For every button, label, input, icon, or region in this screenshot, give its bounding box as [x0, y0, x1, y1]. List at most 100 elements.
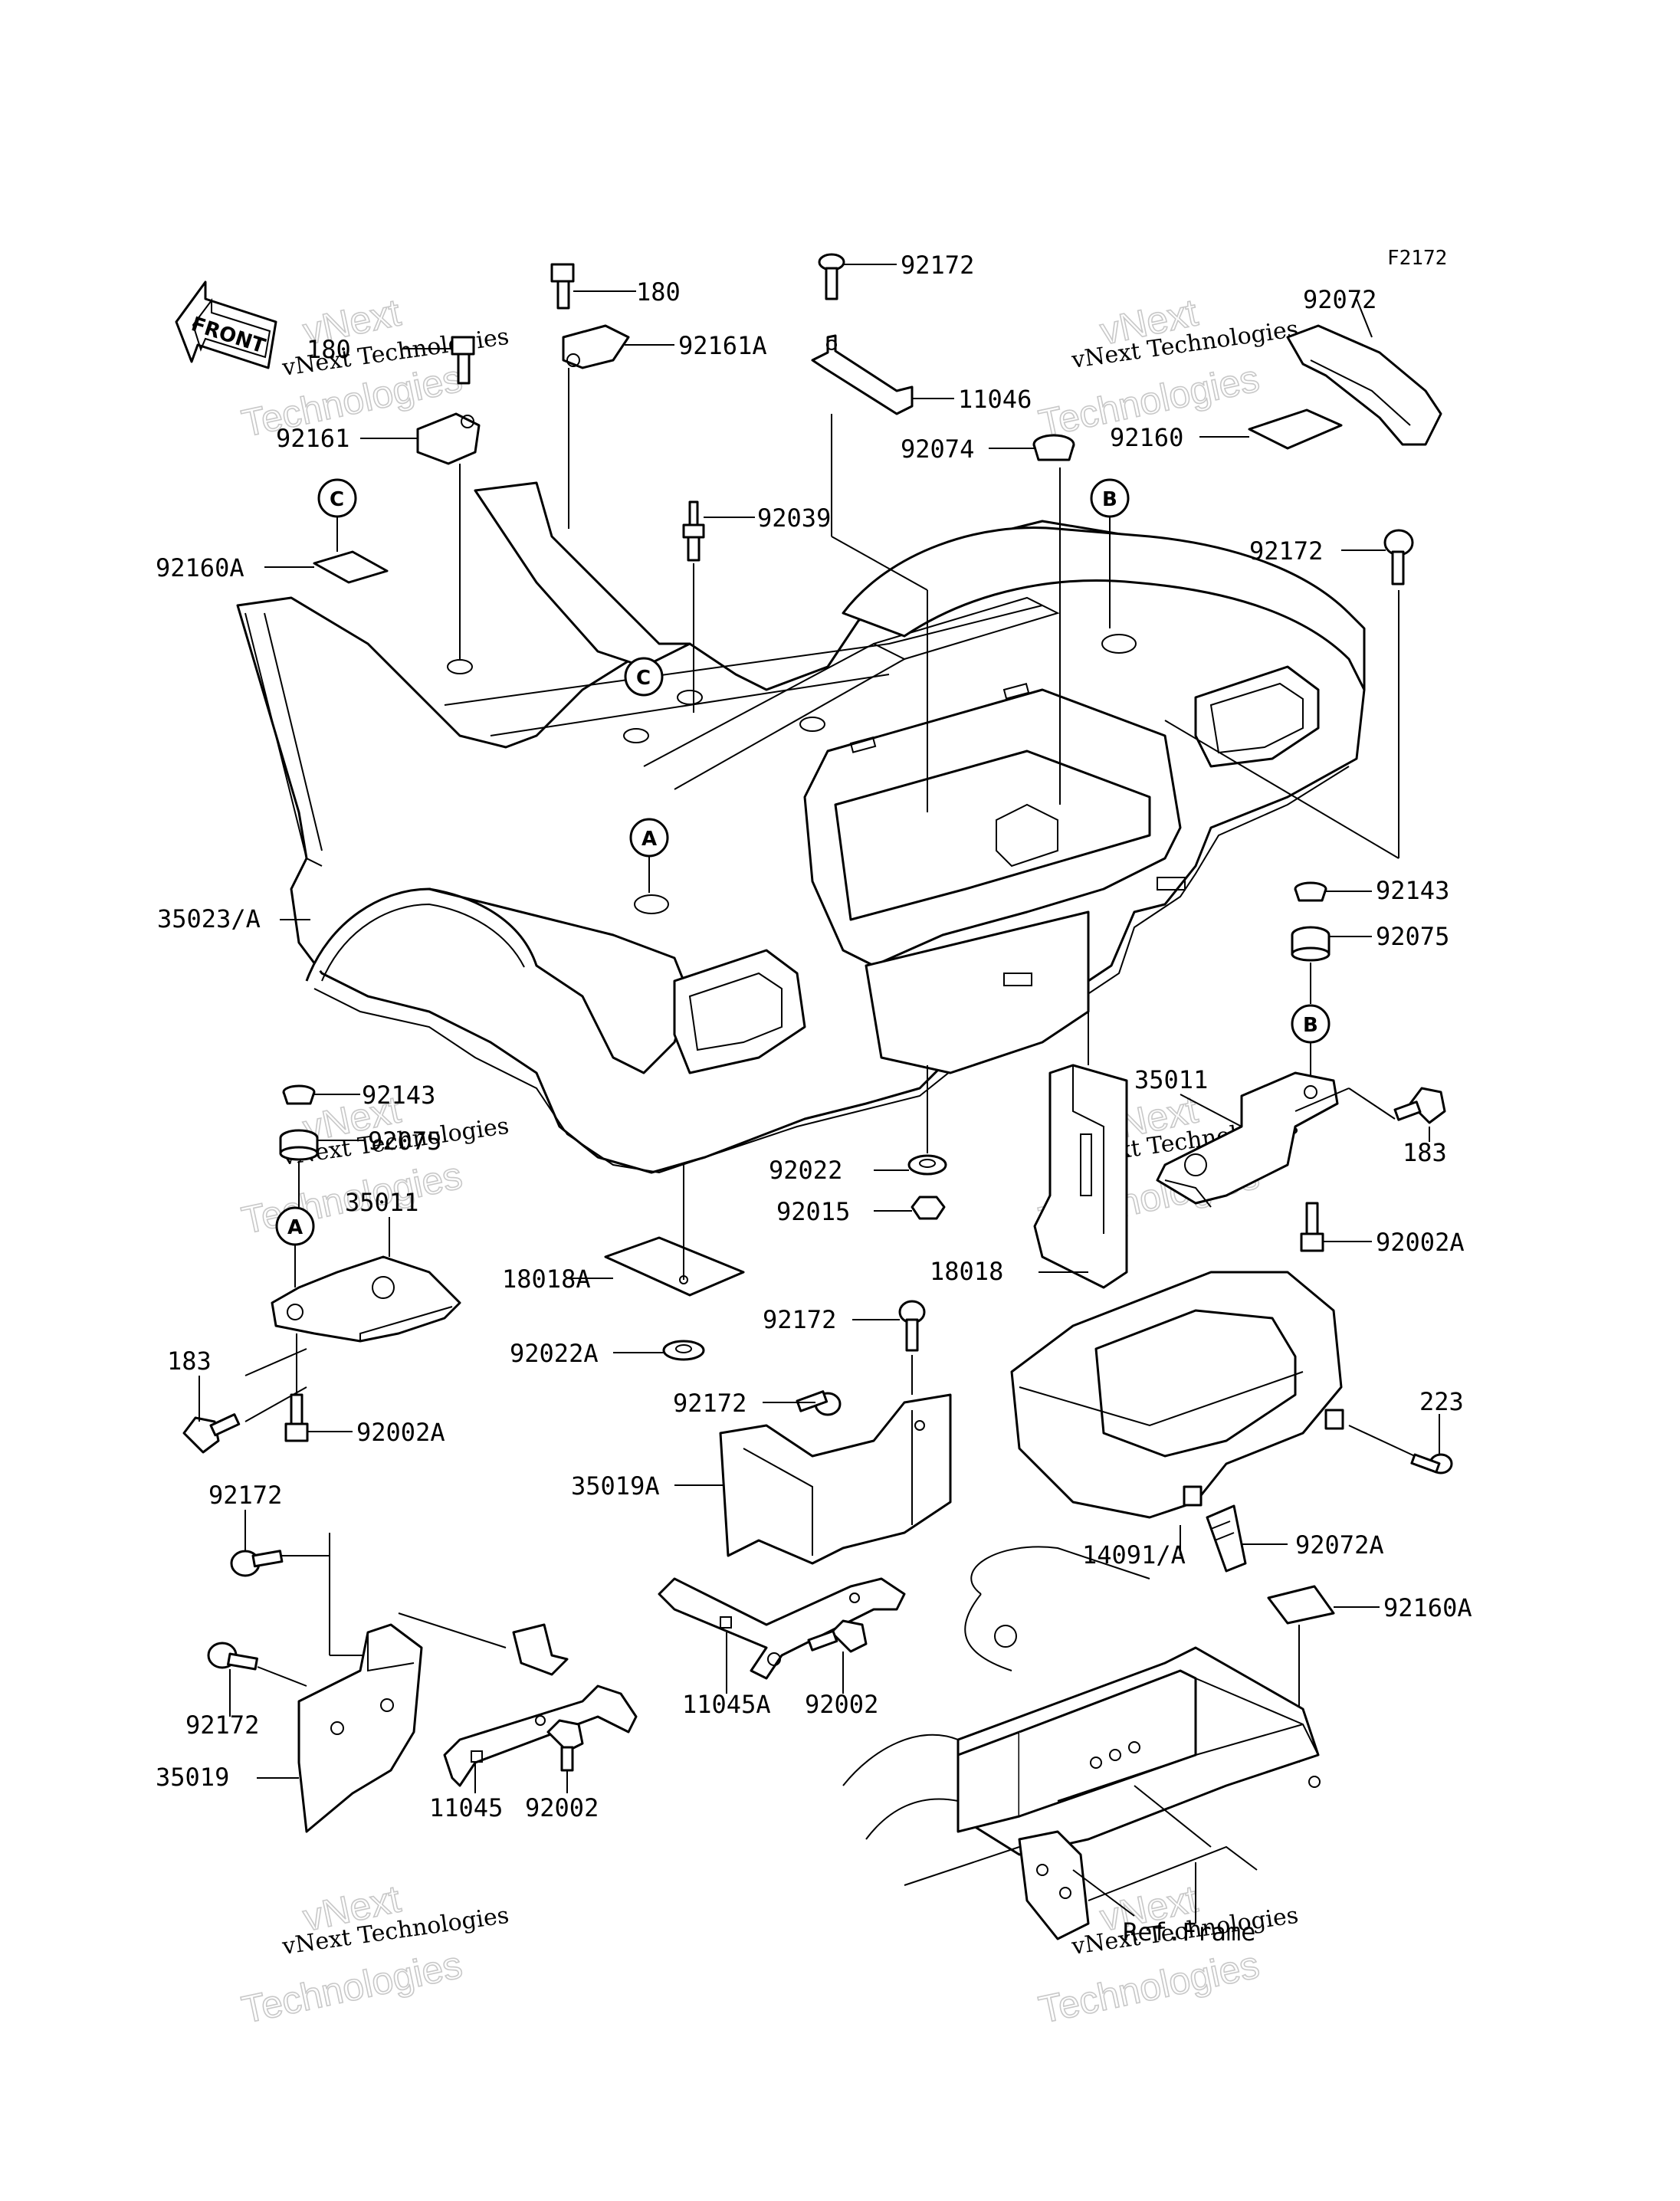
part-label-92160A-bottom: 92160A [1383, 1593, 1472, 1622]
screw-92172-right-icon [1383, 529, 1414, 586]
mount-hole [634, 894, 669, 914]
mount-hole [677, 690, 703, 705]
callout-label: C [330, 488, 344, 511]
leader-line [831, 536, 928, 591]
part-label-183-left: 183 [167, 1347, 212, 1376]
part-label-92022A: 92022A [510, 1339, 599, 1368]
cover-14091A-icon [1010, 1271, 1344, 1519]
rear-fender [236, 481, 1366, 1174]
callout-label: B [1102, 488, 1117, 511]
callout-label: A [287, 1216, 303, 1239]
pin-92039-icon [682, 500, 705, 562]
callout-c-top: C [317, 478, 357, 518]
ref-frame [842, 1546, 1321, 1940]
grommet-92143-left-icon [282, 1084, 316, 1105]
part-label-92161: 92161 [276, 424, 349, 453]
leader-line [1348, 1425, 1416, 1457]
bracket-35011-right-icon [1156, 1071, 1339, 1208]
part-label-180-lower: 180 [307, 335, 351, 364]
bolt-92002-lower-icon [546, 1719, 584, 1772]
washer-92022A-icon [662, 1340, 705, 1361]
part-label-92143-left: 92143 [362, 1081, 435, 1110]
part-label-35023A: 35023/A [157, 904, 261, 933]
part-label-92075-right: 92075 [1376, 922, 1449, 951]
bolt-92002-center-icon [807, 1619, 868, 1653]
callout-c-mid: C [624, 657, 664, 697]
leader-line [1164, 720, 1399, 859]
bolt-92002A-left-icon [284, 1393, 309, 1442]
pad-92160A-bottom-icon [1267, 1585, 1335, 1625]
clip-92161-icon [416, 412, 481, 465]
part-label-18018: 18018 [930, 1257, 1003, 1286]
strap-11046-icon [811, 334, 914, 415]
part-label-35011-left: 35011 [345, 1188, 418, 1217]
clip-92072A-icon [1206, 1504, 1247, 1573]
part-label-92074: 92074 [901, 435, 974, 464]
part-label-35019: 35019 [156, 1763, 229, 1792]
part-label-92002-lower: 92002 [525, 1793, 599, 1822]
part-label-92172-lower: 92172 [185, 1711, 259, 1740]
cap-92074-icon [1032, 434, 1075, 461]
screw-92172-center-top-icon [898, 1300, 926, 1352]
rubber-92075-right-icon [1291, 926, 1331, 962]
part-label-92172-center: 92172 [673, 1389, 746, 1418]
bracket-11045-icon [443, 1623, 638, 1787]
watermark-outline-technologies: Technologies [1035, 1943, 1263, 2031]
part-label-11045: 11045 [429, 1793, 503, 1822]
bolt-183-left-icon [182, 1413, 241, 1454]
leader-line [398, 1612, 507, 1648]
part-label-35011-right: 35011 [1134, 1065, 1208, 1094]
diagram-code: F2172 [1387, 247, 1447, 270]
mount-hole [799, 717, 825, 732]
slot [1003, 973, 1032, 986]
watermark-outline-technologies: Technologies [238, 1943, 466, 2031]
part-label-14091A: 14091/A [1082, 1540, 1186, 1570]
part-label-92002A-left: 92002A [356, 1418, 445, 1447]
part-label-223: 223 [1419, 1387, 1464, 1416]
bracket-18018-icon [1033, 1064, 1128, 1289]
part-label-92002-center: 92002 [805, 1690, 878, 1719]
pad-92160-icon [1248, 408, 1343, 450]
band-92072-icon [1286, 324, 1442, 446]
part-label-92002A-right: 92002A [1376, 1228, 1465, 1257]
callout-b-top: B [1090, 478, 1130, 518]
watermark-top-right: vNext Technologies vNext Technologies [1035, 290, 1300, 446]
bracket-92161A-icon [562, 324, 630, 369]
part-label-92160: 92160 [1110, 423, 1183, 452]
slot [1157, 877, 1186, 891]
screw-92172-center-icon [796, 1390, 842, 1416]
screw-92172-top-icon [818, 253, 845, 300]
screw-92172-lower-left-icon [230, 1550, 284, 1577]
mount-hole [447, 659, 473, 674]
slot [1002, 683, 1030, 700]
bolt-180-upper-icon [550, 263, 575, 310]
part-label-35019A: 35019A [571, 1471, 660, 1501]
mount-hole [623, 728, 649, 743]
part-label-92022: 92022 [769, 1156, 842, 1185]
callout-label: B [1303, 1014, 1318, 1037]
bolt-180-lower-icon [451, 336, 475, 385]
front-arrow-icon: FRONT [175, 280, 277, 369]
part-label-92143-right: 92143 [1376, 876, 1449, 905]
leader-line [1294, 1087, 1350, 1112]
bolt-183-right-icon [1393, 1087, 1446, 1124]
callout-b-bottom: B [1291, 1004, 1331, 1044]
callout-a-top: A [629, 818, 669, 858]
part-label-92161A: 92161A [678, 331, 767, 360]
nut-92015-icon [911, 1196, 946, 1220]
rubber-92075-left-icon [279, 1129, 319, 1161]
part-label-92072: 92072 [1303, 285, 1376, 314]
leader-line [1180, 1094, 1242, 1127]
part-label-92015: 92015 [776, 1197, 850, 1226]
bracket-35019A-icon [719, 1393, 952, 1565]
part-label-11046: 11046 [958, 385, 1032, 414]
part-label-92172-lower-upper: 92172 [208, 1481, 282, 1510]
bracket-11045A-icon [658, 1577, 906, 1680]
part-label-92075-left: 92075 [368, 1127, 441, 1156]
part-label-92160A-top: 92160A [156, 553, 244, 582]
watermark-bottom-left: vNext Technologies vNext Technologies [238, 1877, 510, 2032]
screw-92172-lower-icon [207, 1642, 258, 1671]
part-label-92072A: 92072A [1295, 1530, 1384, 1560]
washer-92022-icon [907, 1154, 947, 1176]
